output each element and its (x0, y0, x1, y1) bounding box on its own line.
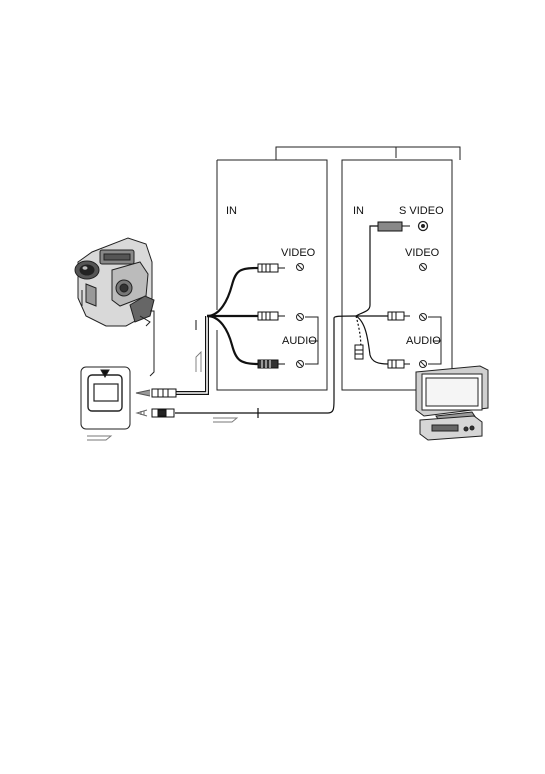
right-audio-r-plug (388, 360, 410, 368)
left-video-label: VIDEO (281, 248, 315, 259)
camcorder-icon (75, 238, 154, 326)
left-video-plug (258, 264, 285, 272)
camcorder-svideo-plug (152, 409, 174, 417)
signal-flow-arrow-up (196, 352, 201, 372)
svideo-cable (356, 226, 378, 316)
left-in-label: IN (226, 206, 237, 217)
left-audio-l-plug (258, 312, 285, 320)
right-video-jack (420, 264, 427, 271)
right-in-label: IN (353, 206, 364, 217)
left-audio-r-jack (297, 361, 304, 368)
right-audio-r-jack (420, 361, 427, 368)
signal-flow-arrow-bottom (87, 436, 111, 440)
vcr-icon (420, 416, 482, 440)
signal-flow-arrow-svideo (137, 410, 147, 416)
right-svideo-jack (419, 222, 428, 231)
left-panel-frame (217, 160, 327, 390)
right-audio-label: AUDIO (406, 336, 441, 347)
camcorder-av-plug (152, 389, 176, 397)
left-video-jack (297, 264, 304, 271)
av-jack-cover-icon (81, 367, 130, 429)
tv-icon (416, 366, 488, 422)
left-audio-r-plug (258, 360, 285, 368)
left-audio-label: AUDIO (282, 336, 317, 347)
svideo-plug (378, 222, 410, 231)
right-audio-l-plug (388, 312, 410, 320)
signal-flow-arrow-right (213, 418, 237, 422)
right-svideo-label: S VIDEO (399, 206, 444, 217)
right-audio-l-jack (420, 314, 427, 321)
right-video-label: VIDEO (405, 248, 439, 259)
left-audio-l-jack (297, 314, 304, 321)
panel-bracket (276, 147, 460, 160)
video-yellow-plug (355, 345, 363, 359)
signal-flow-arrow-av (136, 390, 150, 396)
